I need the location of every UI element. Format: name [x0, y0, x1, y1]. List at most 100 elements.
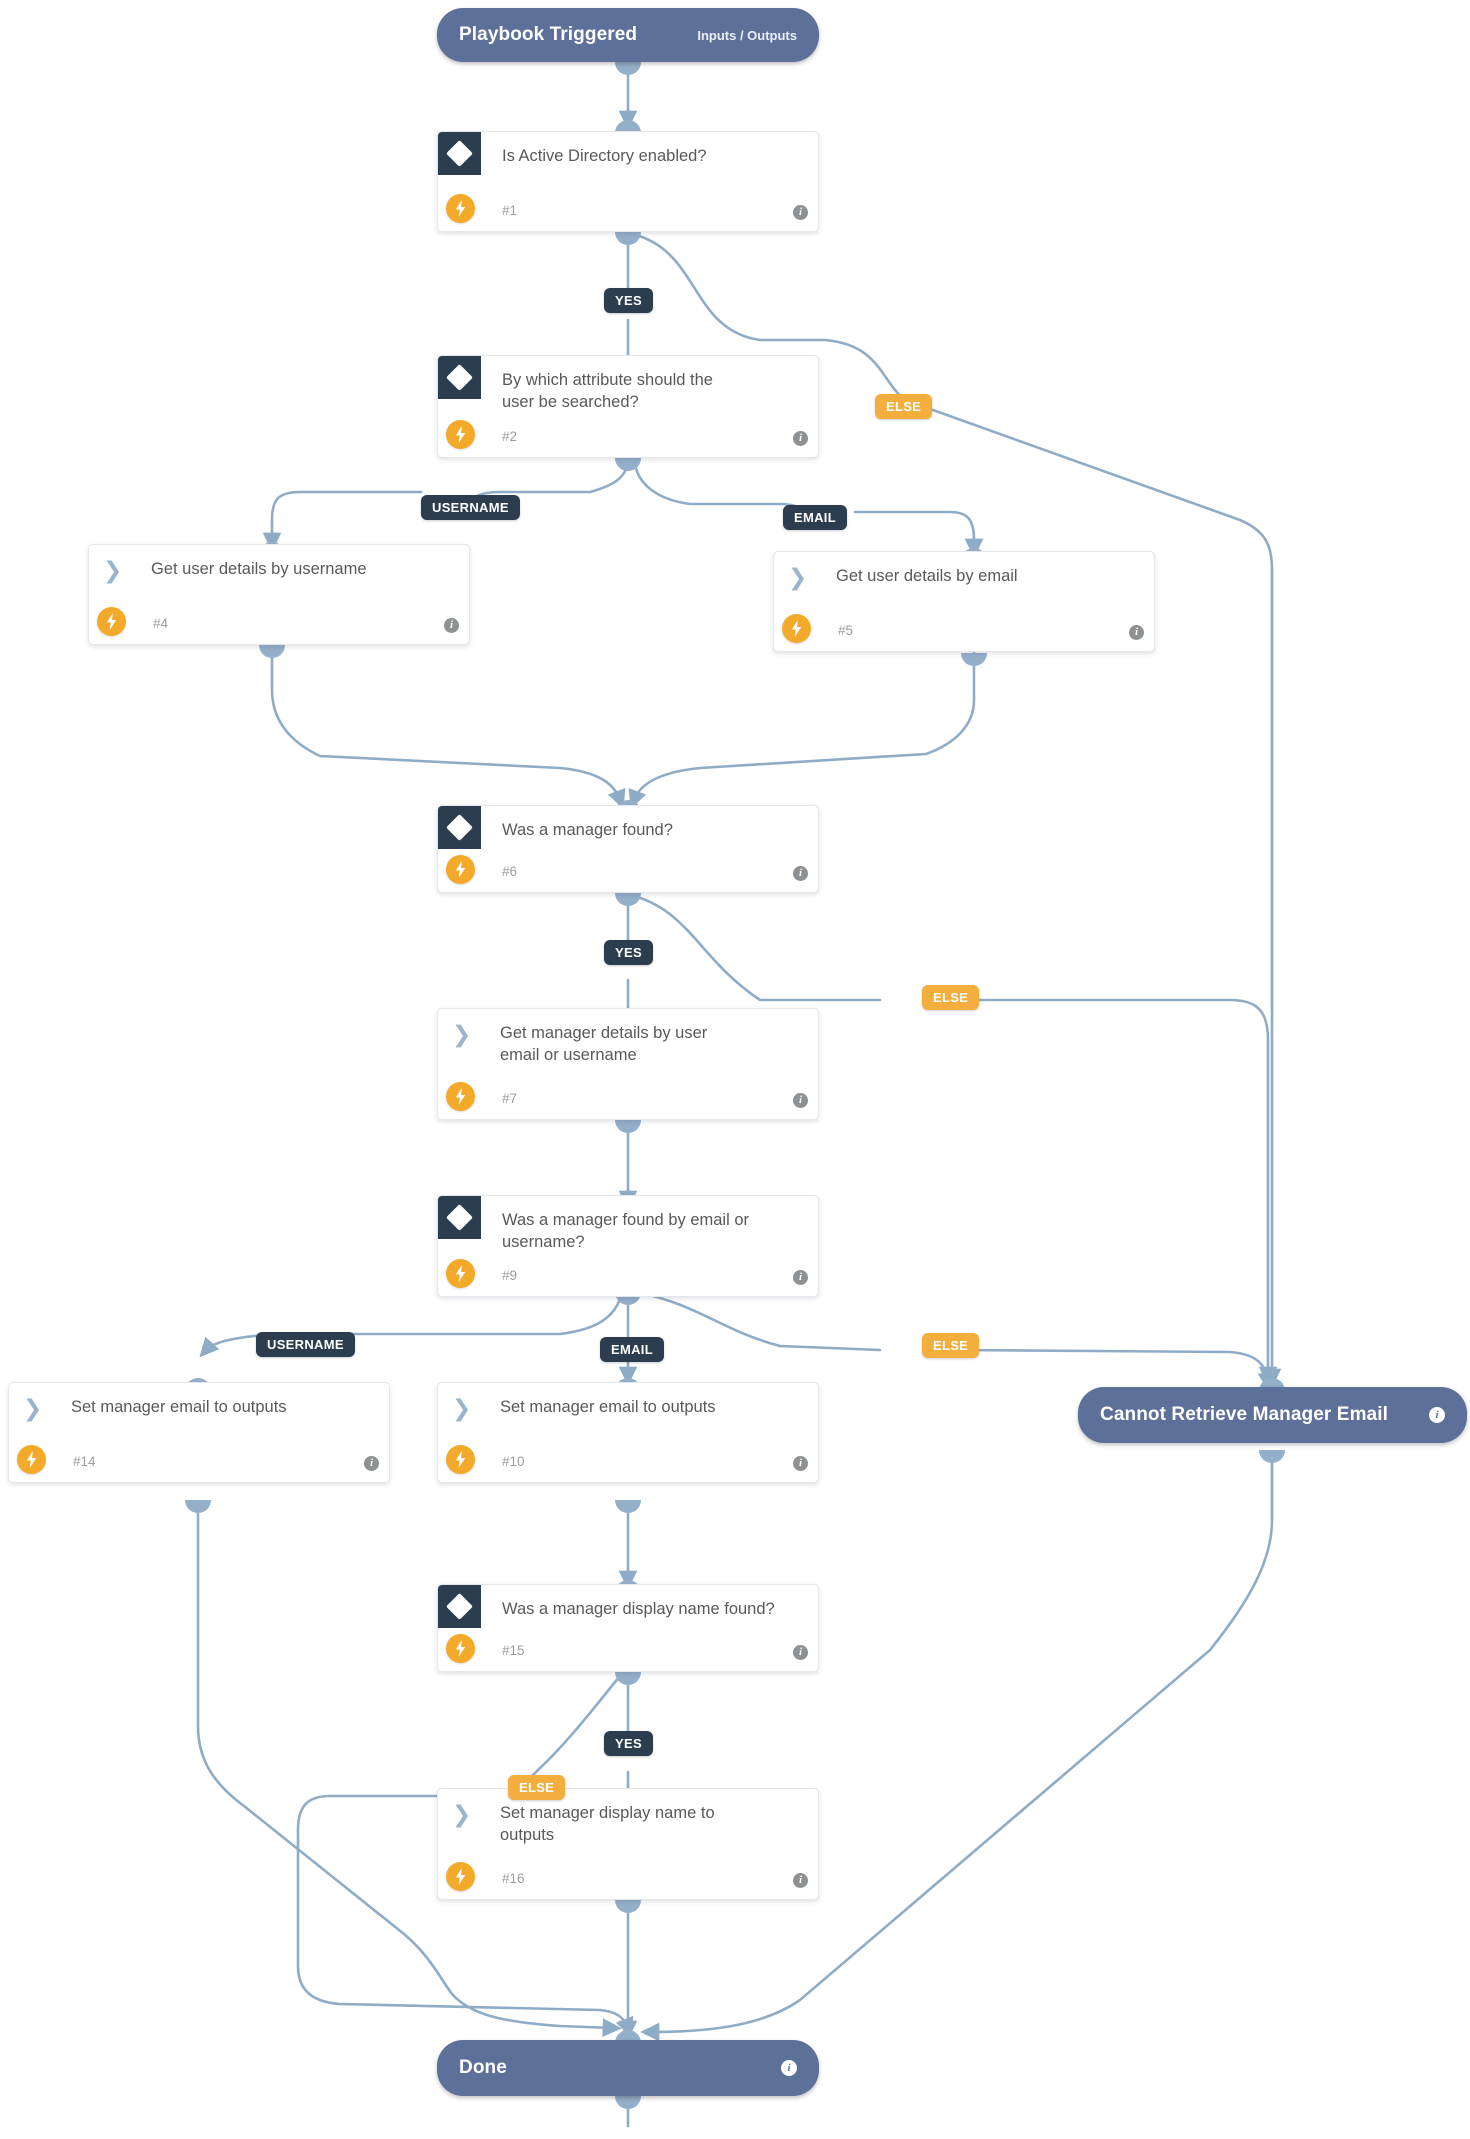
port-out-done — [615, 2096, 641, 2109]
node-number: #6 — [502, 864, 518, 879]
info-icon[interactable]: i — [793, 205, 808, 220]
lightning-bolt-icon — [446, 1082, 475, 1111]
start-node-title: Playbook Triggered — [459, 24, 638, 45]
branch-label-yes-15[interactable]: YES — [604, 1731, 653, 1756]
node-title: Set manager email to outputs — [71, 1398, 287, 1416]
chevron-right-icon: ❯ — [452, 1395, 472, 1421]
lightning-bolt-icon — [17, 1445, 46, 1474]
node-title: Is Active Directory enabled? — [502, 147, 707, 165]
branch-label-email-9[interactable]: EMAIL — [600, 1337, 664, 1362]
lightning-bolt-icon — [446, 420, 475, 449]
node-title: Get manager details by user email or use… — [500, 1024, 708, 1064]
chevron-right-icon: ❯ — [23, 1395, 43, 1421]
node-done[interactable]: Done i — [437, 2040, 819, 2096]
branch-label-else-9[interactable]: ELSE — [922, 1333, 980, 1358]
port-out-cannot — [1259, 1450, 1285, 1463]
node-16-set-manager-display-name-to-outputs[interactable]: ❯ Set manager display name to outputs #1… — [437, 1788, 819, 1900]
node-9-was-a-manager-found-by-email-or-username[interactable]: Was a manager found by email or username… — [437, 1195, 819, 1297]
node-number: #9 — [502, 1268, 518, 1283]
chevron-right-icon: ❯ — [452, 1021, 472, 1047]
node-7-get-manager-details[interactable]: ❯ Get manager details by user email or u… — [437, 1008, 819, 1120]
node-6-was-a-manager-found[interactable]: Was a manager found? #6 i — [437, 805, 819, 893]
info-icon[interactable]: i — [793, 1456, 808, 1471]
branch-label-username-2[interactable]: USERNAME — [421, 495, 520, 520]
info-icon[interactable]: i — [793, 1873, 808, 1888]
chevron-right-icon: ❯ — [452, 1801, 472, 1827]
node-title: Get user details by username — [151, 560, 367, 578]
node-14-set-manager-email-to-outputs[interactable]: ❯ Set manager email to outputs #14 i — [8, 1382, 390, 1483]
port-out-start — [615, 62, 641, 75]
diamond-icon — [438, 356, 481, 399]
lightning-bolt-icon — [446, 194, 475, 223]
lightning-bolt-icon — [782, 614, 811, 643]
info-icon[interactable]: i — [793, 431, 808, 446]
node-title: Was a manager display name found? — [502, 1600, 775, 1618]
end-node-title: Done — [459, 2057, 507, 2078]
port-out-n2 — [615, 458, 641, 471]
node-number: #16 — [502, 1871, 525, 1886]
port-out-n6 — [615, 893, 641, 906]
node-number: #14 — [73, 1454, 96, 1469]
diamond-icon — [438, 1585, 481, 1628]
info-icon[interactable]: i — [793, 866, 808, 881]
lightning-bolt-icon — [446, 1445, 475, 1474]
lightning-bolt-icon — [97, 607, 126, 636]
branch-label-else-1[interactable]: ELSE — [875, 394, 933, 419]
node-cannot-retrieve-manager-email[interactable]: Cannot Retrieve Manager Email i — [1078, 1387, 1467, 1443]
lightning-bolt-icon — [446, 855, 475, 884]
diamond-icon — [438, 806, 481, 849]
port-out-n14 — [185, 1500, 211, 1513]
node-15-was-a-manager-display-name-found[interactable]: Was a manager display name found? #15 i — [437, 1584, 819, 1672]
node-number: #15 — [502, 1643, 525, 1658]
info-icon[interactable]: i — [793, 1093, 808, 1108]
port-out-n15 — [615, 1672, 641, 1685]
branch-label-yes-1[interactable]: YES — [604, 288, 653, 313]
port-out-n1 — [615, 232, 641, 245]
node-number: #7 — [502, 1091, 518, 1106]
diamond-icon — [438, 132, 481, 175]
info-icon[interactable]: i — [1129, 625, 1144, 640]
node-number: #5 — [838, 623, 854, 638]
chevron-right-icon: ❯ — [103, 557, 123, 583]
node-title: Set manager email to outputs — [500, 1398, 716, 1416]
port-out-n4 — [259, 645, 285, 658]
node-playbook-triggered[interactable]: Playbook Triggered Inputs / Outputs — [437, 8, 819, 62]
branch-label-username-9[interactable]: USERNAME — [256, 1332, 355, 1357]
node-title: Was a manager found by email or username… — [502, 1211, 750, 1251]
branch-label-email-2[interactable]: EMAIL — [783, 505, 847, 530]
node-5-get-user-details-by-email[interactable]: ❯ Get user details by email #5 i — [773, 551, 1155, 652]
node-number: #4 — [153, 616, 169, 631]
node-title: Get user details by email — [836, 567, 1018, 585]
info-icon[interactable]: i — [364, 1456, 379, 1471]
node-number: #10 — [502, 1454, 525, 1469]
info-icon[interactable]: i — [1429, 1407, 1445, 1423]
node-title: By which attribute should the user be se… — [502, 371, 713, 411]
info-icon[interactable]: i — [793, 1645, 808, 1660]
node-title: Was a manager found? — [502, 821, 673, 839]
info-icon[interactable]: i — [444, 618, 459, 633]
node-title: Set manager display name to outputs — [500, 1804, 715, 1844]
branch-label-else-15[interactable]: ELSE — [508, 1775, 566, 1800]
info-icon[interactable]: i — [793, 1270, 808, 1285]
chevron-right-icon: ❯ — [788, 564, 808, 590]
branch-label-yes-6[interactable]: YES — [604, 940, 653, 965]
start-node-subtitle: Inputs / Outputs — [697, 27, 797, 43]
info-icon[interactable]: i — [781, 2060, 797, 2076]
terminal-alt-title: Cannot Retrieve Manager Email — [1100, 1404, 1388, 1425]
diamond-icon — [438, 1196, 481, 1239]
port-out-n5 — [961, 653, 987, 666]
node-number: #1 — [502, 203, 518, 218]
node-2-by-which-attribute[interactable]: By which attribute should the user be se… — [437, 355, 819, 458]
lightning-bolt-icon — [446, 1259, 475, 1288]
port-out-n16 — [615, 1900, 641, 1913]
node-10-set-manager-email-to-outputs[interactable]: ❯ Set manager email to outputs #10 i — [437, 1382, 819, 1483]
lightning-bolt-icon — [446, 1862, 475, 1891]
node-number: #2 — [502, 429, 518, 444]
node-1-is-active-directory-enabled[interactable]: Is Active Directory enabled? #1 i — [437, 131, 819, 232]
port-out-n7 — [615, 1120, 641, 1133]
node-4-get-user-details-by-username[interactable]: ❯ Get user details by username #4 i — [88, 544, 470, 645]
lightning-bolt-icon — [446, 1634, 475, 1663]
branch-label-else-6[interactable]: ELSE — [922, 985, 980, 1010]
